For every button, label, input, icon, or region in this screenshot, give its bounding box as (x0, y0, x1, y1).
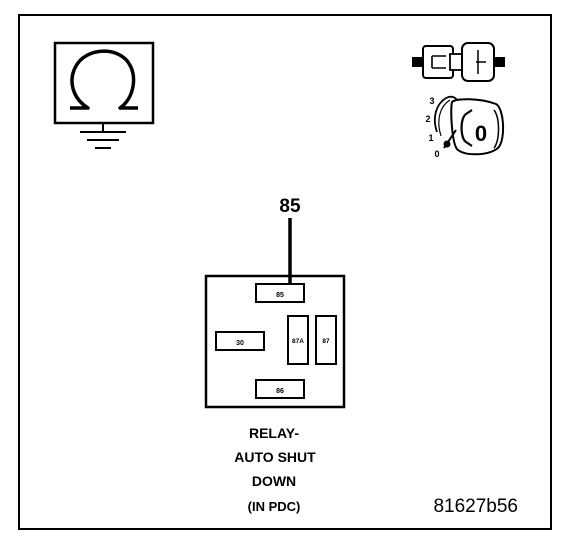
terminal-87-label: 87 (322, 338, 330, 345)
ignition-position-3: 3 (429, 96, 434, 106)
relay: 85 30 87A 87 86 (204, 274, 346, 409)
terminal-85 (255, 283, 305, 303)
terminal-86-label: 86 (276, 388, 284, 395)
caption-line-3: DOWN (252, 473, 296, 489)
terminal-87a (287, 315, 309, 365)
diagram-frame (18, 14, 552, 530)
caption-line-2: AUTO SHUT (234, 449, 316, 465)
caption-line-4: (IN PDC) (248, 499, 301, 514)
key-position-label: 0 (475, 121, 487, 146)
terminal-87a-label: 87A (292, 338, 304, 345)
ground-symbol-icon (53, 41, 155, 149)
terminal-86 (255, 379, 305, 399)
pin-callout-label: 85 (279, 196, 301, 217)
terminal-85-label: 85 (276, 292, 284, 299)
terminal-87 (315, 315, 337, 365)
ignition-position-0: 0 (434, 149, 439, 159)
terminal-30-label: 30 (236, 340, 244, 347)
ignition-position-2: 2 (425, 114, 430, 124)
ignition-position-1: 1 (428, 133, 433, 143)
caption-line-1: RELAY- (249, 425, 299, 441)
connector-icon (412, 42, 505, 82)
ignition-switch-icon: 0 3 2 1 0 (425, 95, 504, 159)
relay-caption: RELAY- AUTO SHUT DOWN (IN PDC) (234, 425, 316, 514)
terminal-30 (215, 331, 265, 351)
figure-code: 81627b56 (433, 496, 518, 517)
